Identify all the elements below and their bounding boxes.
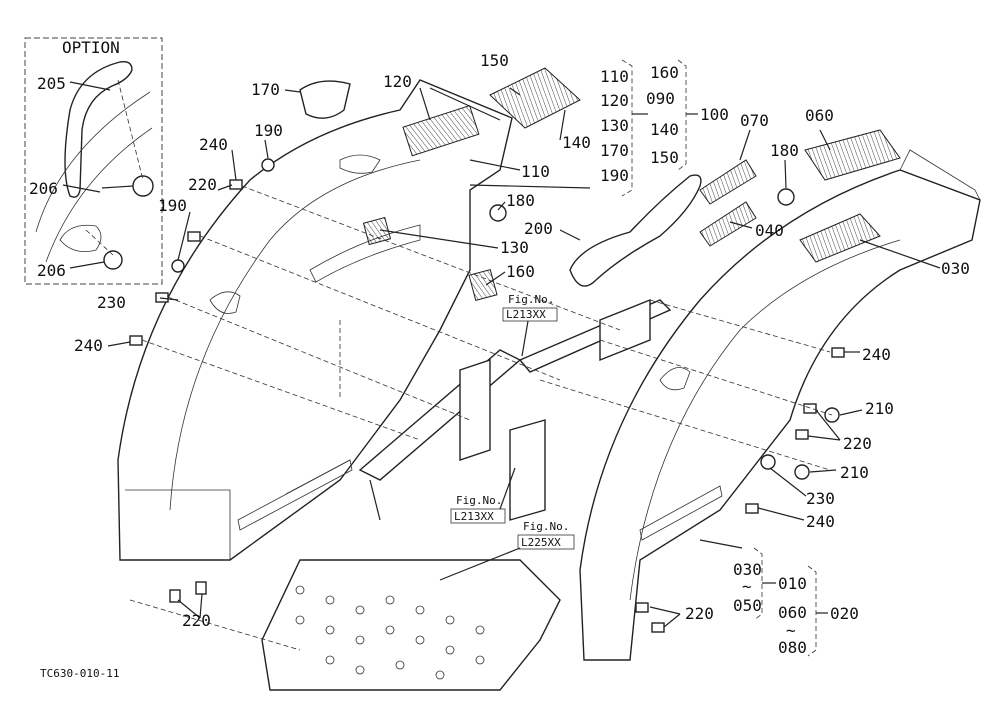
label-220d: 220: [182, 611, 211, 630]
label-206b: 206: [37, 261, 66, 280]
group-100-left-3: 170: [600, 141, 629, 160]
label-220a: 220: [188, 175, 217, 194]
cup-holder-170: [299, 80, 351, 119]
label-070: [699, 159, 757, 205]
bolts: [129, 179, 845, 633]
group-100-right-3: 150: [650, 148, 679, 167]
group-100-left-4: 190: [600, 166, 629, 185]
bolt-206a: [132, 175, 154, 197]
handle-205: [64, 60, 133, 198]
step-plate: [261, 559, 561, 691]
fender-edge-option-2: [45, 127, 153, 263]
right-fender: [569, 129, 981, 661]
label-240c: 240: [862, 345, 891, 364]
label-060: 060: [805, 106, 834, 125]
fig-ref-3: Fig.No. L225XX: [517, 520, 575, 550]
center-frame: [358, 298, 672, 521]
label-210b: 210: [840, 463, 869, 482]
label-140: 140: [562, 133, 591, 152]
option-title: OPTION: [62, 38, 120, 57]
group-020-left-0: 030: [733, 560, 762, 579]
nut-210b: [794, 464, 810, 480]
group-100-left-0: 110: [600, 67, 629, 86]
label-205: 205: [37, 74, 66, 93]
nut-180b: [777, 188, 795, 206]
handle-200: [569, 174, 702, 287]
fig-ref-2-number: L213XX: [454, 510, 494, 523]
label-220b: 220: [843, 434, 872, 453]
label-160: [468, 268, 498, 302]
fig-ref-2: Fig.No. L213XX: [450, 467, 516, 524]
label-180a: 180: [506, 191, 535, 210]
option-box: OPTION: [24, 37, 163, 285]
label-170: 170: [251, 80, 280, 99]
label-206a: 206: [29, 179, 58, 198]
group-020-right-3: 080: [778, 638, 807, 657]
fig-ref-1: Fig.No. L213XX: [502, 293, 558, 357]
group-100: 110 120 130 170 190 160 090 140 150 100: [600, 59, 729, 197]
nut-180a: [489, 204, 507, 222]
cap-190b: [171, 259, 185, 273]
handle-recess: [59, 224, 102, 253]
label-040: 040: [755, 221, 784, 240]
group-100-total: 100: [700, 105, 729, 124]
cap-190a: [261, 158, 275, 172]
fig-ref-1-number: L213XX: [506, 308, 546, 321]
label-240b: 240: [74, 336, 103, 355]
assembly-lines: [129, 185, 833, 651]
fig-ref-3-number: L225XX: [521, 536, 561, 549]
label-130: 130: [500, 238, 529, 257]
group-100-left-1: 120: [600, 91, 629, 110]
label-240a: 240: [199, 135, 228, 154]
group-020-left-2: 050: [733, 596, 762, 615]
group-100-right-1: 090: [646, 89, 675, 108]
group-100-right-0: 160: [650, 63, 679, 82]
label-040: [699, 201, 757, 247]
group-020-right-1: 060: [778, 603, 807, 622]
label-220c: 220: [685, 604, 714, 623]
group-020: 030 ~ 050 010 060 ~ 080 020: [733, 547, 859, 657]
label-150: 150: [480, 51, 509, 70]
left-fender: [117, 67, 581, 561]
label-060: [804, 129, 901, 181]
bolt-206b: [103, 250, 123, 270]
drawing-code: TC630-010-11: [40, 667, 119, 680]
fender-edge-option: [35, 91, 151, 233]
label-230a: 230: [97, 293, 126, 312]
leader-lines: [107, 87, 941, 628]
nut-230b: [760, 454, 776, 470]
label-190a: 190: [254, 121, 283, 140]
label-120: [402, 104, 480, 157]
part-labels: 205 206 206 170 120 150 240 190 220 190 …: [29, 51, 970, 630]
label-070: 070: [740, 111, 769, 130]
label-190b: 190: [158, 196, 187, 215]
group-100-left-2: 130: [600, 116, 629, 135]
label-120: 120: [383, 72, 412, 91]
group-020-total: 020: [830, 604, 859, 623]
label-240d: 240: [806, 512, 835, 531]
label-230b: 230: [806, 489, 835, 508]
label-030: 030: [941, 259, 970, 278]
label-200: 200: [524, 219, 553, 238]
group-020-right-2: ~: [786, 621, 796, 640]
label-030: [799, 213, 881, 263]
label-150: [489, 67, 581, 129]
fig-ref-3-label: Fig.No.: [523, 520, 569, 533]
group-020-left-1: ~: [742, 577, 752, 596]
fig-ref-1-label: Fig.No.: [508, 293, 554, 306]
label-210a: 210: [865, 399, 894, 418]
group-020-right-0: 010: [778, 574, 807, 593]
label-130: [362, 216, 392, 246]
label-110: 110: [521, 162, 550, 181]
fig-ref-2-label: Fig.No.: [456, 494, 502, 507]
group-100-right-2: 140: [650, 120, 679, 139]
label-160: 160: [506, 262, 535, 281]
label-180b: 180: [770, 141, 799, 160]
